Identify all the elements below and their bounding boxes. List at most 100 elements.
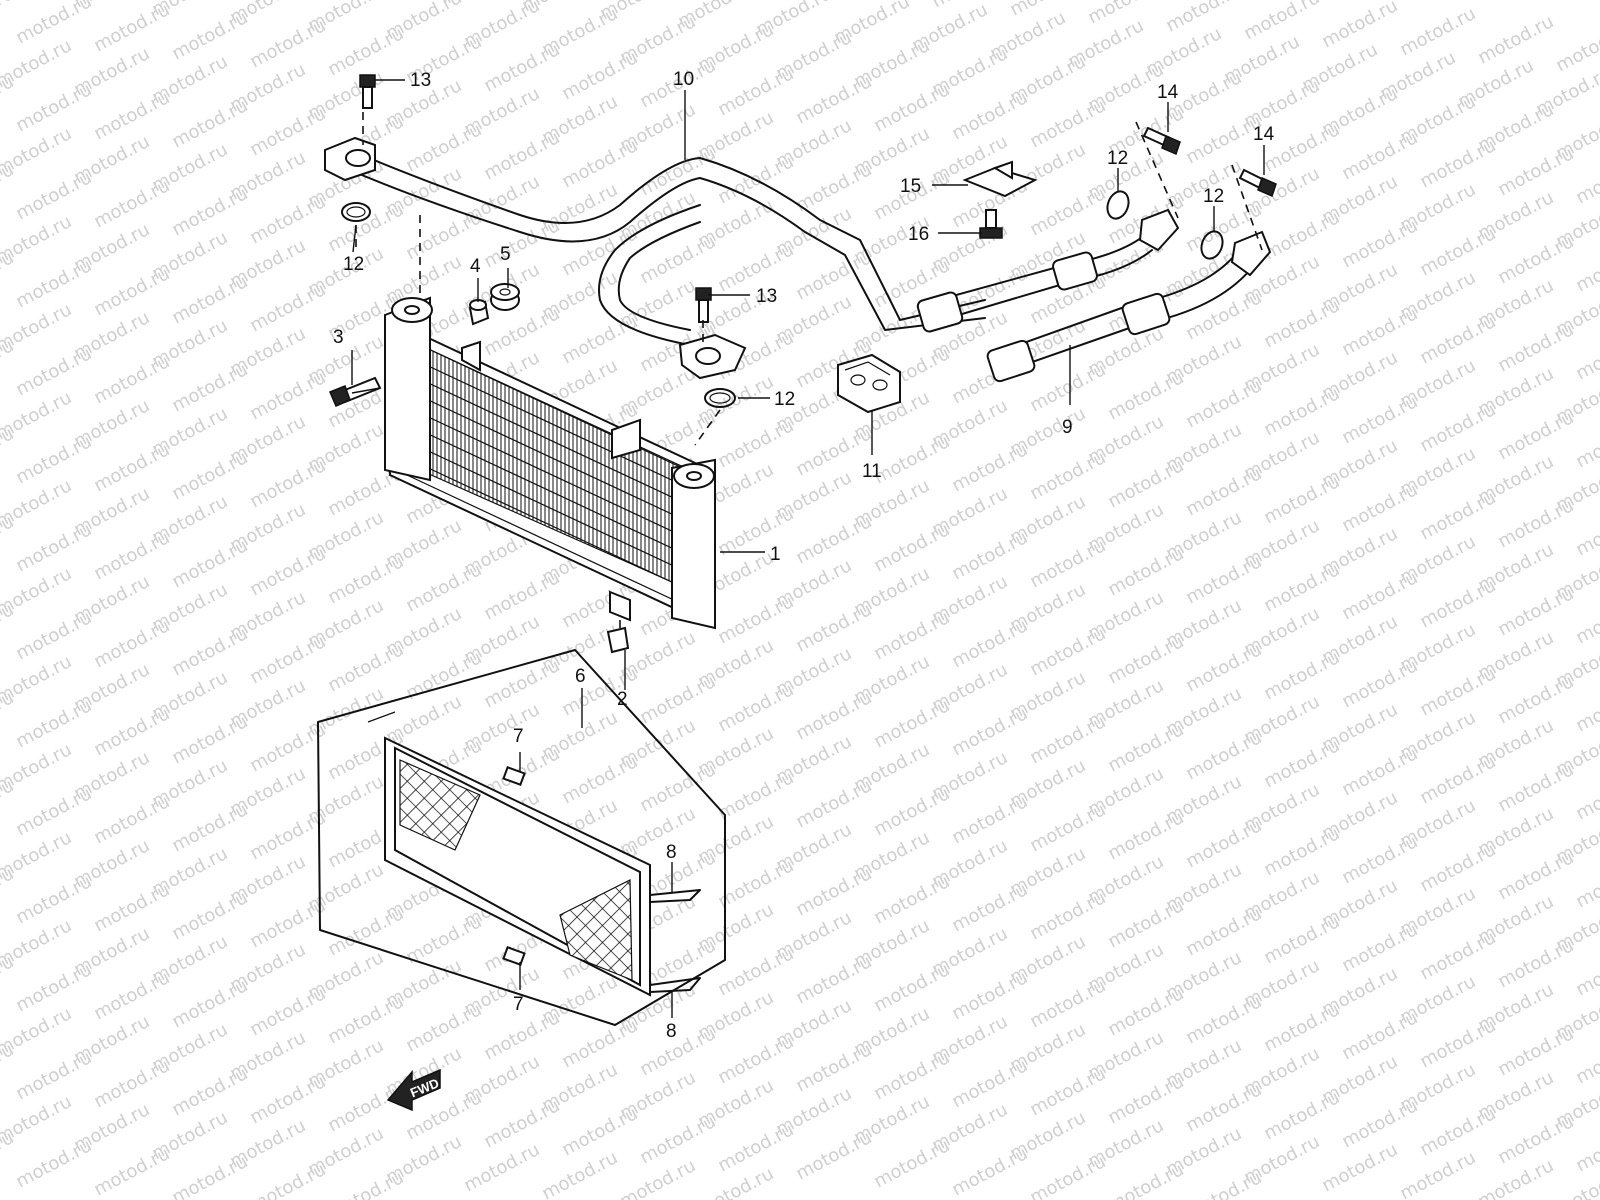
watermark-text: motod.ru [246, 1159, 329, 1200]
watermark-text: motod.ru [1260, 559, 1343, 616]
watermark-text: motod.ru [168, 359, 251, 416]
watermark-text: motod.ru [1182, 727, 1265, 784]
callout-3: 3 [333, 327, 344, 348]
watermark-text: motod.ru [1572, 855, 1600, 912]
watermark-text: motod.ru [714, 591, 797, 648]
watermark-text: motod.ru [1338, 655, 1421, 712]
watermark-text: motod.ru [246, 631, 329, 688]
watermark-text: motod.ru [1572, 415, 1600, 472]
watermark-text: motod.ru [1552, 19, 1600, 76]
callout-11: 11 [862, 461, 882, 482]
watermark-text: motod.ru [714, 1031, 797, 1088]
watermark-text: motod.ru [792, 1039, 875, 1096]
watermark-text: motod.ru [168, 623, 251, 680]
bolt-14-b [1238, 168, 1277, 198]
watermark-text: motod.ru [12, 959, 95, 1016]
watermark-text: motod.ru [480, 303, 563, 360]
bolt-13-mid [695, 287, 712, 323]
callout-7-bottom: 7 [513, 994, 524, 1015]
watermark-text: motod.ru [1260, 207, 1343, 264]
watermark-text: motod.ru [1026, 799, 1109, 856]
callout-4: 4 [470, 256, 481, 277]
watermark-text: motod.ru [1182, 1167, 1265, 1200]
bolt-16 [979, 209, 1003, 239]
watermark-text: motod.ru [1338, 831, 1421, 888]
watermark-text: motod.ru [324, 23, 407, 80]
watermark-text: motod.ru [1182, 463, 1265, 520]
watermark-text: motod.ru [1260, 1087, 1343, 1144]
oil-hose-9 [916, 208, 1272, 383]
watermark-text: motod.ru [558, 663, 641, 720]
cooler-tube-row [391, 450, 709, 600]
watermark-text: motod.ru [792, 1127, 875, 1184]
watermark-text: motod.ru [1104, 1071, 1187, 1128]
watermark-text: motod.ru [1182, 991, 1265, 1048]
watermark-text: motod.ru [1026, 447, 1109, 504]
watermark-text: motod.ru [1572, 1119, 1600, 1176]
bolt-13-left [359, 74, 376, 109]
watermark-text: motod.ru [168, 535, 251, 592]
watermark-text: motod.ru [792, 687, 875, 744]
watermark-text: motod.ru [714, 63, 797, 120]
watermark-text: motod.ru [1104, 543, 1187, 600]
watermark-text: motod.ru [948, 703, 1031, 760]
watermark-text: motod.ru [558, 1103, 641, 1160]
watermark-text: motod.ru [1338, 919, 1421, 976]
watermark-text: motod.ru [90, 791, 173, 848]
watermark-text: motod.ru [948, 967, 1031, 1024]
watermark-text: motod.ru [1182, 375, 1265, 432]
watermark-text: motod.ru [1572, 767, 1600, 824]
watermark-text: motod.ru [948, 1143, 1031, 1200]
watermark-text: motod.ru [1260, 823, 1343, 880]
collar-4 [468, 299, 490, 326]
watermark-text: motod.ru [1026, 711, 1109, 768]
watermark-text: motod.ru [558, 135, 641, 192]
watermark-text: motod.ru [1396, 3, 1479, 60]
watermark-text: motod.ru [246, 191, 329, 248]
watermark-text: motod.ru [948, 879, 1031, 936]
watermark-text: motod.ru [246, 367, 329, 424]
watermark-text: motod.ru [168, 447, 251, 504]
watermark-text: motod.ru [90, 87, 173, 144]
watermark-text: motod.ru [1026, 975, 1109, 1032]
callout-9: 9 [1062, 417, 1073, 438]
watermark-text: motod.ru [246, 103, 329, 160]
watermark-text: motod.ru [12, 167, 95, 224]
grommet-11 [837, 353, 901, 414]
watermark-text: motod.ru [558, 311, 641, 368]
watermark-text: motod.ru [1104, 719, 1187, 776]
watermark-text: motod.ru [870, 607, 953, 664]
watermark-text: motod.ru [402, 999, 485, 1056]
watermark-text: motod.ru [1338, 127, 1421, 184]
watermark-text: motod.ru [558, 1015, 641, 1072]
watermark-text: motod.ru [870, 1047, 953, 1104]
watermark-text: motod.ru [1260, 647, 1343, 704]
watermark-text: motod.ru [1026, 1063, 1109, 1120]
callout-15: 15 [900, 176, 921, 197]
watermark-text: motod.ru [168, 271, 251, 328]
watermark-text: motod.ru [90, 0, 173, 56]
watermark-text: motod.ru [1104, 895, 1187, 952]
watermark-text: motod.ru [1494, 1023, 1577, 1080]
bracket-15 [962, 160, 1038, 198]
watermark-text: motod.ru [1494, 231, 1577, 288]
watermark-text: motod.ru [1104, 631, 1187, 688]
watermark-text: motod.ru [1494, 495, 1577, 552]
watermark-text: motod.ru [1182, 287, 1265, 344]
watermark-text: motod.ru [714, 1119, 797, 1176]
watermark-text: motod.ru [246, 543, 329, 600]
watermark-text: motod.ru [246, 807, 329, 864]
watermark-text: motod.ru [1026, 623, 1109, 680]
watermark-text: motod.ru [1338, 567, 1421, 624]
watermark-text: motod.ru [792, 247, 875, 304]
watermark-text: motod.ru [12, 1047, 95, 1104]
callout-13-mid: 13 [756, 286, 777, 307]
callout-12-left: 12 [343, 254, 364, 275]
watermark-text: motod.ru [480, 1007, 563, 1064]
watermark-text: motod.ru [1338, 391, 1421, 448]
watermark-text: motod.ru [1416, 223, 1499, 280]
watermark-text: motod.ru [12, 519, 95, 576]
watermark-text: motod.ru [1260, 999, 1343, 1056]
watermark-text: motod.ru [246, 719, 329, 776]
watermark-text: motod.ru [558, 751, 641, 808]
